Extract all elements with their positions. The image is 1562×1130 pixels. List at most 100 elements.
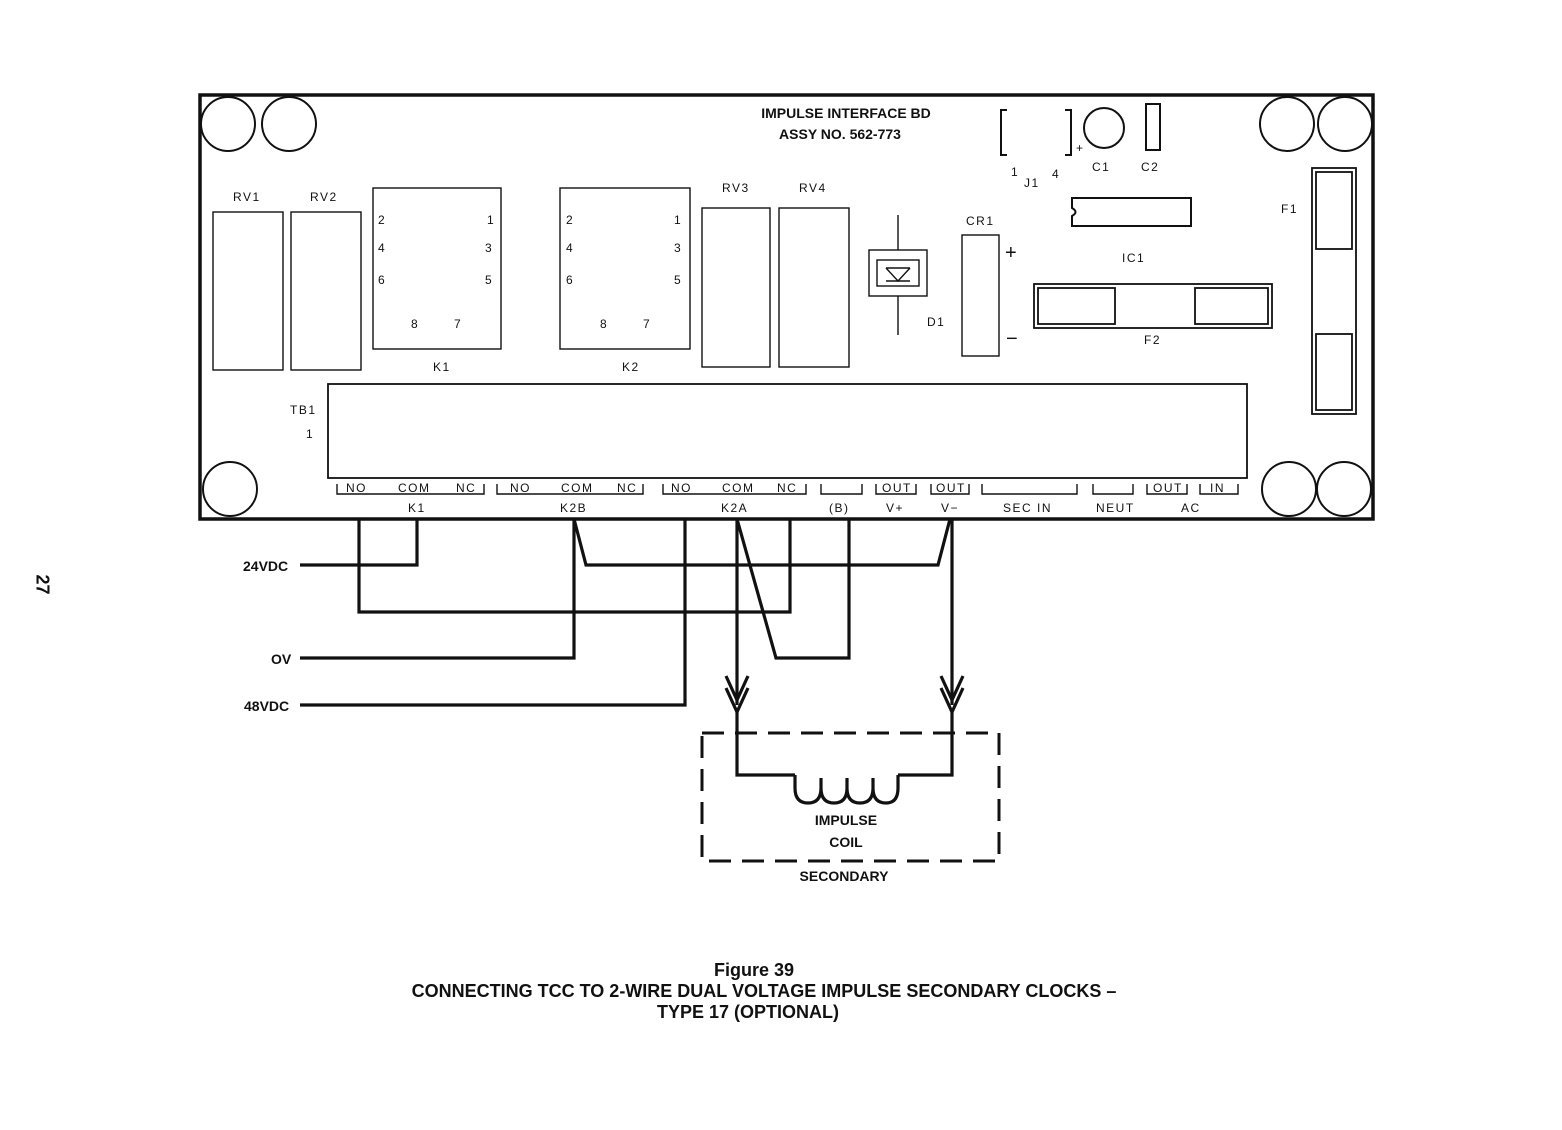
group-neut: NEUT	[1096, 501, 1135, 515]
figure-number: Figure 39	[713, 960, 795, 980]
interface-board: IMPULSE INTERFACE BD ASSY NO. 562-773 RV…	[198, 93, 1375, 521]
wiring	[300, 518, 965, 716]
label-24vdc: 24VDC	[243, 558, 288, 574]
group-k1: K1	[408, 501, 426, 515]
c2-capacitor	[1145, 103, 1161, 151]
k1-pin4: 4	[378, 241, 385, 255]
secondary-clock: IMPULSE COIL	[700, 712, 1001, 863]
relay-k2: 2 4 6 1 3 5 8 7	[559, 187, 691, 350]
k2-pin8: 8	[600, 317, 607, 331]
rv4-label: RV4	[799, 181, 827, 195]
wire-k2bno-vminus	[572, 518, 952, 567]
k1-pin2: 2	[378, 213, 385, 227]
f2-label: F2	[1144, 333, 1161, 347]
j1-pin4: 4	[1052, 167, 1059, 181]
relay-k1: 2 4 6 1 3 5 8 7	[372, 187, 502, 350]
board-title-line2: ASSY NO. 562-773	[779, 126, 901, 142]
wire-b-to-coil	[735, 518, 851, 660]
k1-pin5: 5	[485, 273, 492, 287]
coil-wire-right	[898, 712, 954, 777]
connector-left-arrow	[724, 675, 750, 704]
k2-pin2: 2	[566, 213, 573, 227]
cr1-component	[961, 234, 1000, 357]
group-k2b: K2B	[560, 501, 587, 515]
c1-capacitor	[1083, 107, 1125, 149]
k2-pin3: 3	[674, 241, 681, 255]
rv2-label: RV2	[310, 190, 338, 204]
k2-label: K2	[622, 360, 640, 374]
k1-pin8: 8	[411, 317, 418, 331]
terminal-brackets	[336, 484, 1239, 495]
k2-pin5: 5	[674, 273, 681, 287]
terminal-block-tb1	[327, 383, 1248, 479]
coil-wire-left	[735, 712, 795, 777]
rv3-label: RV3	[722, 181, 750, 195]
ic1-chip	[1071, 197, 1192, 227]
d1-label: D1	[927, 315, 945, 329]
k2-pin1: 1	[674, 213, 681, 227]
rv3-varistor	[701, 207, 771, 368]
rv4-varistor	[778, 207, 850, 368]
tb1-pin1: 1	[306, 427, 314, 441]
label-48vdc: 48VDC	[244, 698, 289, 714]
coil-label-line1: IMPULSE	[815, 812, 877, 828]
k1-pin1: 1	[487, 213, 494, 227]
k1-pin7: 7	[454, 317, 461, 331]
j1-pin1: 1	[1011, 165, 1018, 179]
term-vminus-out: OUT	[936, 481, 966, 495]
coil-label-line2: COIL	[829, 834, 863, 850]
ic1-label: IC1	[1122, 251, 1145, 265]
wire-48vdc	[300, 519, 687, 707]
term-k1-com: COM	[398, 481, 431, 495]
figure-caption-line1: CONNECTING TCC TO 2-WIRE DUAL VOLTAGE IM…	[411, 981, 1117, 1001]
board-title-line1: IMPULSE INTERFACE BD	[761, 105, 931, 121]
group-k2a: K2A	[721, 501, 748, 515]
cr1-plus: +	[1005, 242, 1017, 264]
group-sec-in: SEC IN	[1003, 501, 1052, 515]
k2-pin4: 4	[566, 241, 573, 255]
cr1-minus: −	[1006, 328, 1018, 350]
term-k2a-com: COM	[722, 481, 755, 495]
term-k2a-no: NO	[671, 481, 692, 495]
tb1-label: TB1	[290, 403, 317, 417]
f1-label: F1	[1281, 202, 1298, 216]
term-k2b-no: NO	[510, 481, 531, 495]
wire-24vdc	[300, 519, 419, 567]
group-vminus: V−	[941, 501, 959, 515]
term-vplus-out: OUT	[882, 481, 912, 495]
cr1-label: CR1	[966, 214, 995, 228]
term-k2b-nc: NC	[617, 481, 637, 495]
wire-0v	[300, 519, 576, 660]
fuse-f2	[1033, 283, 1273, 329]
connector-right-arrow	[939, 675, 965, 704]
k1-label: K1	[433, 360, 451, 374]
c1-label: C1	[1092, 160, 1110, 174]
k2-pin6: 6	[566, 273, 573, 287]
group-b: (B)	[829, 501, 850, 515]
mounting-holes	[200, 96, 1373, 517]
diode-d1	[868, 215, 928, 335]
term-k1-nc: NC	[456, 481, 476, 495]
rv1-varistor	[212, 211, 284, 371]
rv1-label: RV1	[233, 190, 261, 204]
j1-label: J1	[1024, 176, 1040, 190]
k1-pin6: 6	[378, 273, 385, 287]
term-ac-out: OUT	[1153, 481, 1183, 495]
term-k2a-nc: NC	[777, 481, 797, 495]
secondary-label: SECONDARY	[800, 868, 890, 884]
k1-pin3: 3	[485, 241, 492, 255]
group-vplus: V+	[886, 501, 904, 515]
term-k2b-com: COM	[561, 481, 594, 495]
figure-caption-line2: TYPE 17 (OPTIONAL)	[656, 1002, 840, 1022]
label-0v: OV	[271, 651, 292, 667]
j1-plus: +	[1076, 141, 1083, 155]
term-ac-in: IN	[1210, 481, 1225, 495]
fuse-f1	[1311, 167, 1357, 415]
k2-pin7: 7	[643, 317, 650, 331]
c2-label: C2	[1141, 160, 1159, 174]
connector-j1: 1 J1 4 +	[1000, 109, 1083, 190]
impulse-coil	[793, 775, 900, 805]
group-ac: AC	[1181, 501, 1201, 515]
rv2-varistor	[290, 211, 362, 371]
